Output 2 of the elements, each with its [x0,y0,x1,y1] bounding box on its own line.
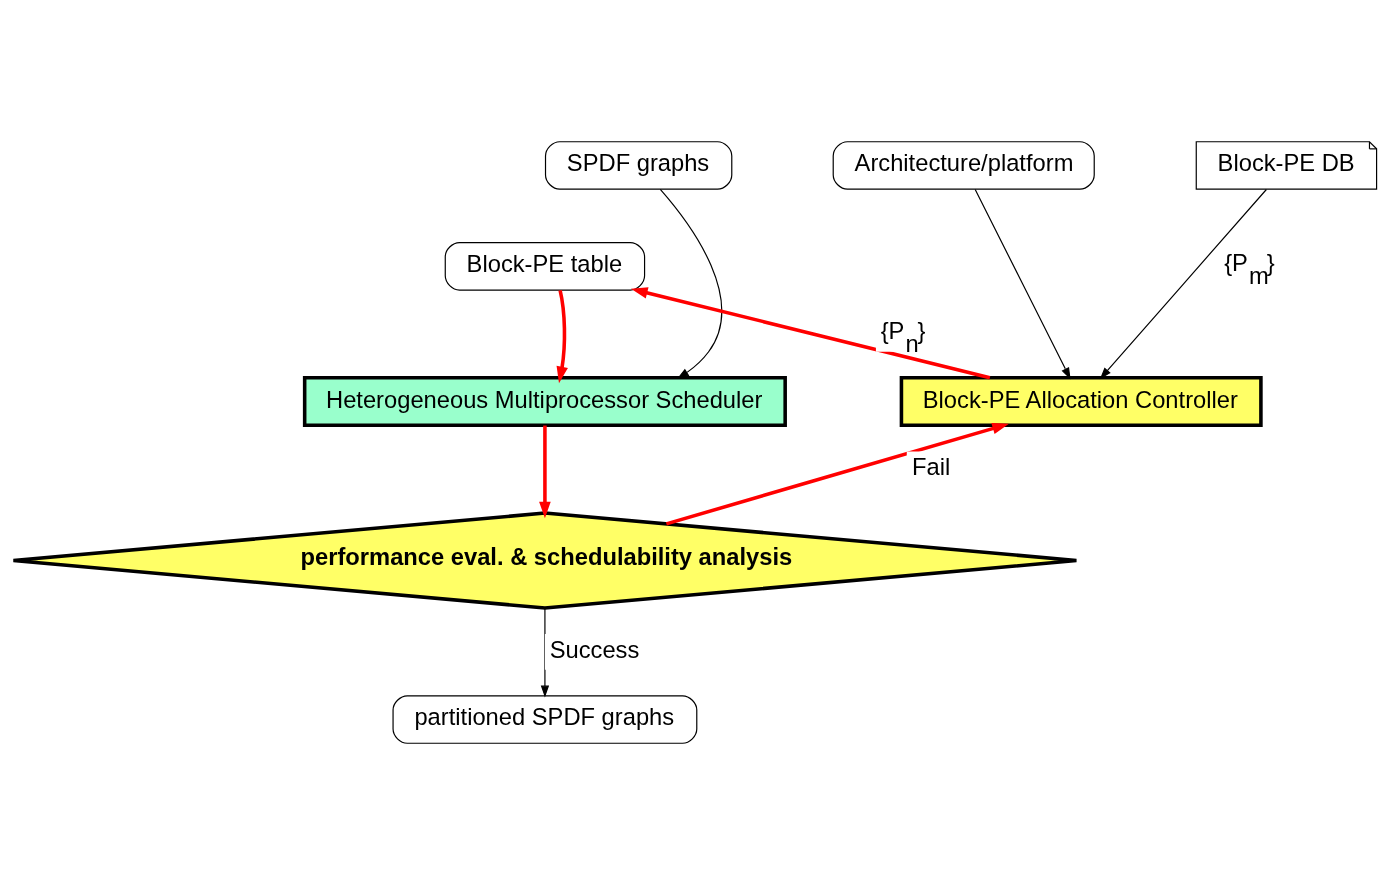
edge-label: Fail [912,454,951,481]
edge-label: Success [549,636,640,663]
